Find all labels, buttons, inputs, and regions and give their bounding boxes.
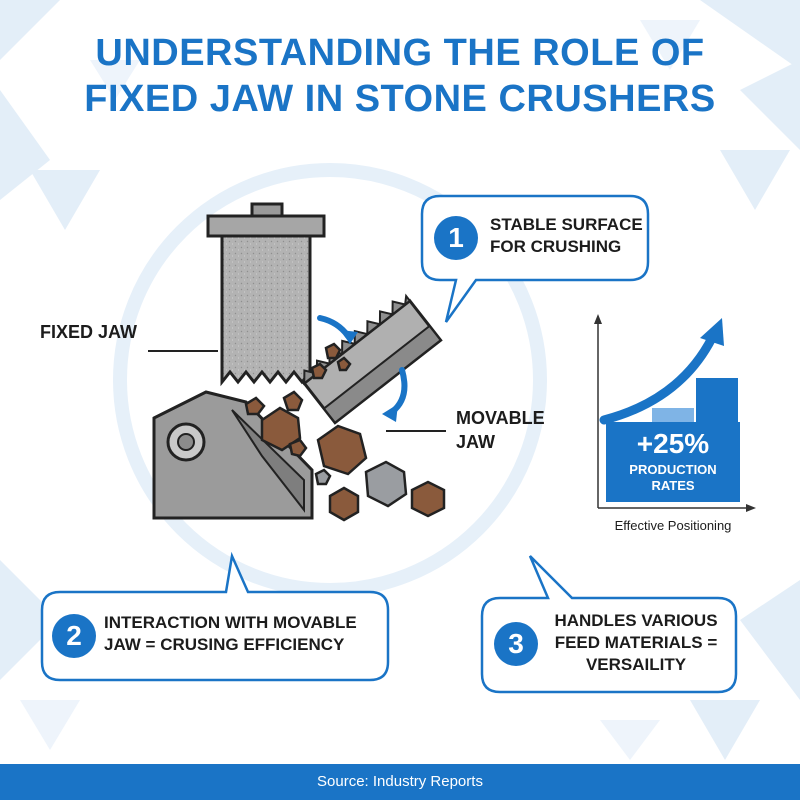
movable-jaw-label: MOVABLE JAW xyxy=(456,406,545,454)
chart-caption-line-2: RATES xyxy=(651,478,695,493)
callout-1-text: STABLE SURFACE FOR CRUSHING xyxy=(490,214,643,258)
callout-2-number: 2 xyxy=(52,614,96,658)
chart-value: +25% xyxy=(636,428,710,459)
movable-jaw-label-line-2: JAW xyxy=(456,432,496,452)
callout-2-line-2: JAW = CRUSING EFFICIENCY xyxy=(104,635,345,654)
callout-3-line-1: HANDLES VARIOUS xyxy=(554,611,718,630)
callout-2-text: INTERACTION WITH MOVABLE JAW = CRUSING E… xyxy=(104,612,357,656)
crusher-base xyxy=(152,390,314,520)
callout-3-line-3: VERSAILITY xyxy=(585,655,687,674)
callout-1-number: 1 xyxy=(434,216,478,260)
movable-jaw-label-line-1: MOVABLE xyxy=(456,408,545,428)
callout-3-number: 3 xyxy=(494,622,538,666)
callout-3-text: HANDLES VARIOUS FEED MATERIALS = VERSAIL… xyxy=(548,610,724,676)
page-title: UNDERSTANDING THE ROLE OF FIXED JAW IN S… xyxy=(0,30,800,122)
chart-caption-line-1: PRODUCTION xyxy=(629,462,717,477)
fixed-jaw xyxy=(206,202,326,387)
callout-1-line-1: STABLE SURFACE xyxy=(490,215,643,234)
stones xyxy=(244,342,446,522)
callout-1-line-2: FOR CRUSHING xyxy=(490,237,622,256)
title-line-2: FIXED JAW IN STONE CRUSHERS xyxy=(84,78,716,120)
chart-axis-label: Effective Positioning xyxy=(614,518,732,533)
callout-3-line-2: FEED MATERIALS = xyxy=(554,633,718,652)
callout-bubbles xyxy=(40,194,738,694)
title-line-1: UNDERSTANDING THE ROLE OF xyxy=(95,32,705,74)
movable-jaw xyxy=(302,293,443,425)
fixed-jaw-label: FIXED JAW xyxy=(40,322,138,342)
chart-value-caption: PRODUCTION RATES xyxy=(606,462,740,494)
footer-source: Source: Industry Reports xyxy=(0,764,800,800)
callout-2-line-1: INTERACTION WITH MOVABLE xyxy=(104,613,357,632)
